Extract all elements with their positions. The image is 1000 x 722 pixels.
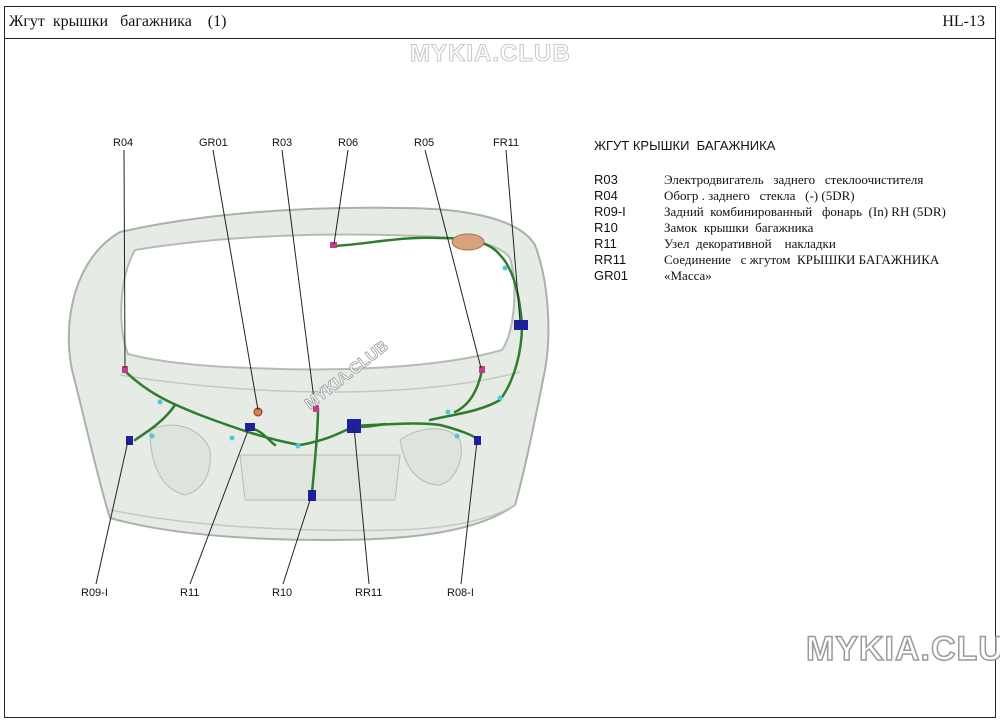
connector-fr11	[514, 320, 528, 330]
connector-rr11	[347, 419, 361, 433]
clip	[149, 433, 155, 439]
watermark-top: MYKIA.CLUB	[410, 40, 571, 68]
label-gr01: GR01	[199, 137, 228, 149]
harness-r05-branch	[453, 368, 484, 414]
connector-r09-i	[126, 436, 133, 445]
harness-clips	[149, 265, 508, 449]
legend-desc: Узел декоративной накладки	[664, 236, 836, 251]
label-r05: R05	[414, 137, 434, 149]
label-r08-i: R08-I	[447, 587, 474, 599]
label-r11: R11	[180, 587, 199, 599]
leader-r11	[189, 427, 250, 585]
leader-r04	[123, 149, 126, 369]
leader-rr11	[353, 426, 370, 585]
clip	[502, 265, 508, 271]
connector-r06	[330, 242, 337, 248]
leader-lines	[95, 149, 521, 585]
harness-main-lower	[124, 370, 480, 447]
leader-gr01	[212, 149, 259, 411]
legend-code: R04	[594, 188, 618, 203]
connector-r11	[245, 423, 255, 431]
clip	[157, 399, 163, 405]
label-fr11: FR11	[493, 137, 519, 149]
legend-code: RR11	[594, 252, 627, 267]
clip	[445, 409, 451, 415]
grommet-fr11	[451, 233, 485, 251]
leader-r06	[333, 149, 349, 245]
legend-desc: Задний комбинированный фонарь (In) RH (5…	[664, 204, 946, 219]
window-opening	[120, 233, 516, 371]
legend-row: R11 Узел декоративной накладки	[594, 236, 946, 252]
drawing-frame: Жгут крышки багажника (1) HL-13	[4, 6, 996, 718]
legend-desc: Электродвигатель заднего стеклоочистител…	[664, 172, 924, 187]
leader-r03	[281, 149, 316, 408]
legend-code: GR01	[594, 268, 628, 283]
lower-edge-detail	[109, 504, 516, 532]
legend-row: R10 Замок крышки багажника	[594, 220, 946, 236]
legend-desc: Замок крышки багажника	[664, 220, 814, 235]
leader-r10	[282, 496, 312, 585]
header-bar: Жгут крышки багажника (1) HL-13	[5, 7, 995, 39]
clip	[295, 443, 301, 449]
legend-code: R10	[594, 220, 618, 235]
label-r04: R04	[113, 137, 133, 149]
legend-row: GR01 «Масса»	[594, 268, 946, 284]
page-code: HL-13	[942, 13, 985, 30]
legend-title: ЖГУТ КРЫШКИ БАГАЖНИКА	[594, 138, 776, 153]
connector-legend: R03 Электродвигатель заднего стеклоочист…	[594, 172, 946, 284]
legend-code: R09-I	[594, 204, 626, 219]
clip	[229, 435, 235, 441]
connectors	[122, 233, 528, 501]
watermark-bottom: MYKIA.CLUB	[805, 629, 1000, 669]
legend-code: R11	[594, 236, 617, 251]
legend-desc: Обогр . заднего стекла (-) (5DR)	[664, 188, 855, 203]
clip	[454, 433, 460, 439]
harness-r10-branch	[310, 406, 320, 495]
leader-r05	[424, 149, 482, 369]
legend-desc: Соединение с жгутом КРЫШКИ БАГАЖНИКА	[664, 252, 940, 267]
label-r03: R03	[272, 137, 292, 149]
label-rr11: RR11	[355, 587, 382, 599]
connector-r04	[122, 366, 128, 373]
label-r09-i: R09-I	[81, 587, 108, 599]
legend-desc: «Масса»	[664, 268, 712, 283]
leader-r09-i	[95, 440, 129, 585]
legend-row: R04 Обогр . заднего стекла (-) (5DR)	[594, 188, 946, 204]
clip	[497, 395, 503, 401]
license-plate-recess	[239, 454, 401, 501]
connector-r08-i	[474, 436, 481, 445]
label-r10: R10	[272, 587, 292, 599]
legend-row: R03 Электродвигатель заднего стеклоочист…	[594, 172, 946, 188]
harness-left-branch	[133, 403, 177, 442]
legend-row: R09-I Задний комбинированный фонарь (In)…	[594, 204, 946, 220]
left-recess	[149, 424, 211, 496]
leader-r08-i	[460, 440, 478, 585]
connector-r10	[308, 490, 316, 501]
lower-inner-contour	[119, 371, 521, 393]
right-recess	[399, 428, 462, 486]
label-r06: R06	[338, 137, 358, 149]
leader-fr11	[505, 149, 521, 323]
legend-row: RR11 Соединение с жгутом КРЫШКИ БАГАЖНИК…	[594, 252, 946, 268]
connector-r03	[313, 405, 319, 412]
legend-code: R03	[594, 172, 618, 187]
page-title: Жгут крышки багажника (1)	[9, 13, 227, 30]
connector-r05	[479, 366, 485, 373]
